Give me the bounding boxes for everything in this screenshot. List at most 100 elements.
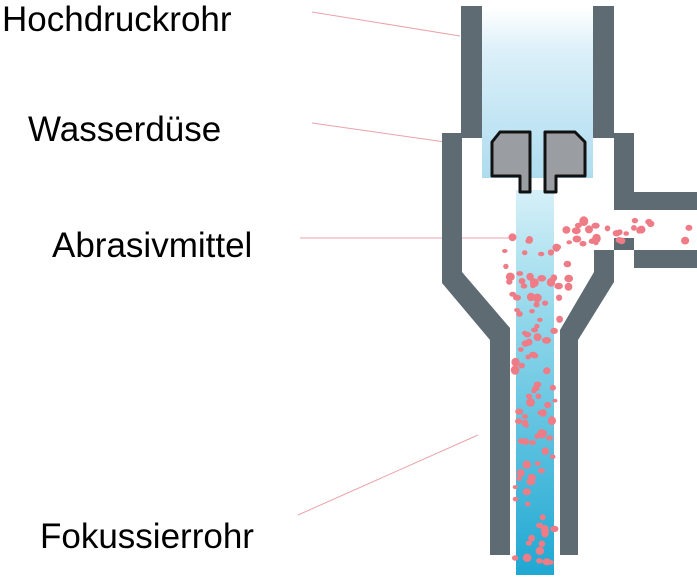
abrasive-particle: [604, 225, 611, 232]
abrasive-particle: [512, 485, 518, 490]
abrasive-particle: [574, 222, 582, 228]
abrasive-particle: [521, 414, 529, 419]
high-pressure-tube: [461, 6, 614, 138]
abrasive-particle: [631, 217, 639, 224]
abrasive-particle: [526, 398, 535, 407]
abrasive-particle: [563, 260, 572, 268]
abrasive-particle: [511, 357, 520, 367]
label-wasserduese: Wasserdüse: [28, 110, 221, 149]
leader-fokussierrohr: [297, 434, 479, 516]
tube-wall-right: [593, 6, 614, 138]
abrasive-particle: [592, 233, 601, 244]
abrasive-particle: [533, 381, 542, 388]
abrasive-particle: [526, 478, 536, 486]
abrasive-particle: [535, 522, 544, 529]
abrasive-particle: [547, 560, 554, 565]
abrasive-particle: [529, 351, 538, 358]
abrasive-particle: [516, 469, 525, 477]
abrasive-particle: [636, 227, 642, 234]
abrasive-particle: [579, 216, 589, 227]
tube-wall-left: [461, 6, 482, 138]
label-fokussierrohr: Fokussierrohr: [40, 517, 254, 556]
abrasive-particle: [505, 272, 515, 281]
abrasive-particle: [531, 388, 537, 394]
abrasive-particle: [529, 440, 536, 446]
abrasive-particle: [514, 308, 520, 313]
abrasive-particle: [537, 275, 547, 282]
abrasive-particle: [534, 323, 540, 329]
leader-wasserduese: [311, 122, 446, 143]
abrasive-particle: [550, 525, 559, 533]
abrasive-particle: [591, 222, 600, 229]
abrasive-particle: [528, 534, 535, 542]
abrasive-particle: [546, 435, 554, 441]
abrasive-particle: [542, 300, 549, 306]
abrasive-particle: [531, 327, 538, 333]
abrasive-particle: [525, 393, 533, 399]
abrasive-particle: [579, 240, 587, 247]
mixing-chamber: [442, 133, 697, 555]
abrasive-particle: [647, 220, 655, 228]
abrasive-particle: [537, 468, 546, 474]
nozzle-right-half: [543, 130, 587, 194]
abrasive-particle: [520, 283, 528, 289]
abrasive-particle: [532, 293, 542, 303]
abrasive-particle: [511, 555, 519, 561]
abrasive-particle: [541, 447, 550, 456]
abrasive-particle: [585, 225, 593, 234]
leader-hochdruckrohr: [311, 11, 461, 37]
abrasive-particles: [502, 216, 693, 566]
abrasive-particle: [516, 311, 523, 317]
abrasive-particle: [571, 227, 581, 235]
abrasive-particle: [521, 419, 529, 427]
abrasive-particle: [526, 236, 533, 244]
abrasive-particle: [525, 540, 532, 546]
abrasive-particle: [512, 496, 519, 502]
abrasive-particle: [515, 408, 524, 415]
abrasive-particle: [530, 278, 539, 288]
abrasive-particle: [685, 224, 693, 231]
abrasive-particle: [522, 553, 532, 562]
housing-right-lower: [560, 238, 697, 555]
abrasive-particle: [623, 231, 629, 236]
abrasive-particle: [547, 249, 555, 256]
abrasive-particle: [617, 237, 626, 245]
abrasive-particle: [522, 330, 528, 336]
abrasive-particle: [572, 235, 582, 243]
abrasive-particle: [554, 282, 563, 290]
abrasive-particle: [612, 230, 621, 237]
abrasive-particle: [533, 301, 540, 308]
housing-left: [442, 133, 510, 555]
abrasive-particle: [522, 488, 531, 496]
abrasive-particle: [564, 274, 574, 283]
abrasive-particle: [518, 362, 525, 369]
abrasive-particle: [538, 251, 545, 257]
abrasive-particle: [549, 384, 557, 391]
label-hochdruckrohr: Hochdruckrohr: [2, 0, 232, 39]
abrasive-particle: [537, 317, 543, 322]
nozzle-left-half: [490, 130, 532, 194]
abrasive-particle: [552, 398, 558, 403]
abrasive-particle: [543, 367, 551, 375]
abrasive-particle: [508, 233, 517, 242]
abrasive-particle: [526, 292, 536, 302]
abrasive-particle: [566, 240, 572, 245]
abrasive-particle: [549, 454, 556, 460]
abrasive-particle: [552, 243, 561, 252]
abrasive-particle: [535, 546, 544, 556]
abrasive-particle: [539, 514, 546, 521]
abrasive-particle: [502, 249, 508, 253]
abrasive-particle: [538, 429, 548, 436]
label-abrasivmittel: Abrasivmittel: [52, 226, 252, 265]
abrasive-particle: [535, 393, 542, 400]
leader-lines: [297, 11, 525, 516]
abrasive-particle: [525, 501, 531, 507]
abrasive-particle: [517, 347, 524, 352]
abrasive-particle: [516, 271, 524, 276]
abrasive-particle: [540, 526, 549, 535]
abrasive-particle: [533, 333, 542, 341]
abrasive-particle: [539, 409, 547, 417]
abrasive-particle: [518, 278, 526, 285]
abrasive-particle: [503, 263, 509, 270]
